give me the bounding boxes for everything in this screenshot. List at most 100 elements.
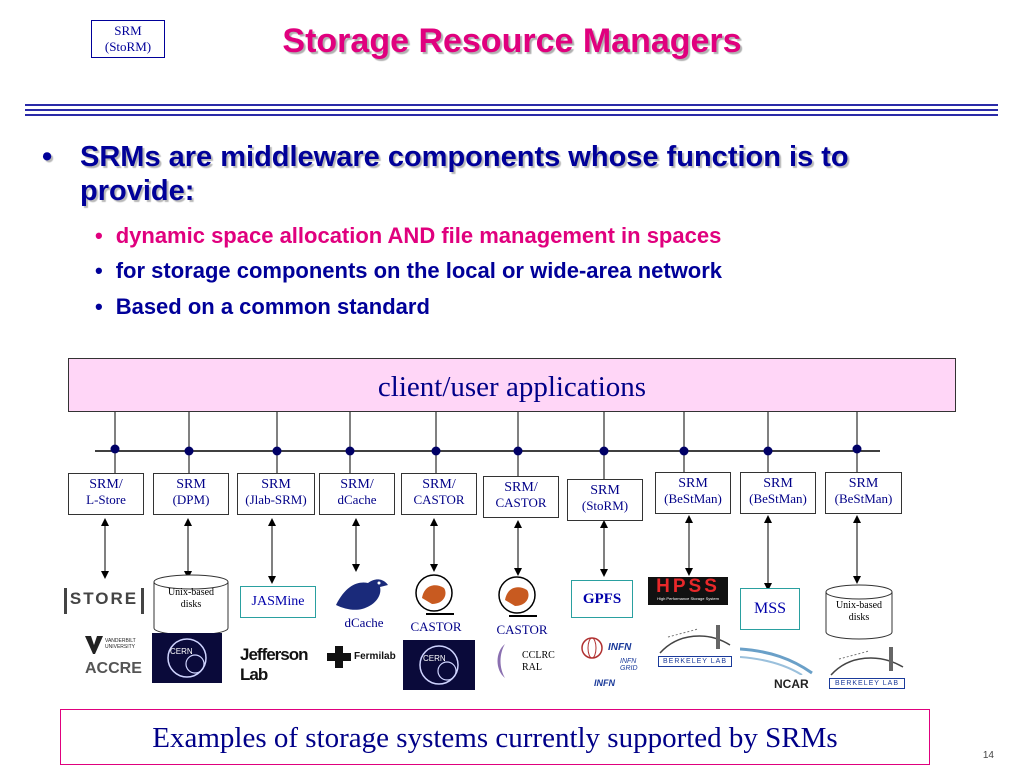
- fermilab-icon: [327, 646, 351, 668]
- cern-text: CERN: [423, 654, 446, 663]
- srm-lstore-box: SRM/ L-Store: [68, 473, 144, 515]
- page-number: 14: [982, 750, 994, 761]
- cclrc-ral-label: CCLRC RAL: [522, 650, 555, 673]
- disk-cylinder-icon: [825, 584, 893, 640]
- hpss-text: HPSS: [656, 576, 720, 597]
- sub-bullet-1: •dynamic space allocation AND file manag…: [95, 223, 721, 249]
- sub-bullet-3: • Based on a common standard: [95, 294, 430, 320]
- bullet-dot: •: [95, 258, 103, 283]
- hpss-subtitle: High Performance Storage System: [657, 596, 719, 601]
- cern-logo-2: CERN: [403, 640, 475, 690]
- bus-node: [763, 446, 773, 456]
- srm-box-line2: L-Store: [86, 492, 126, 507]
- dcache-bird-icon: [336, 579, 388, 610]
- srm-castor-box-1: SRM/ CASTOR: [401, 473, 477, 515]
- infn-text-2: INFN: [594, 678, 615, 688]
- srm-box-line2: CASTOR: [413, 492, 465, 507]
- cern-logo-1: CERN: [152, 633, 222, 683]
- sub-bullet-text: for storage components on the local or w…: [115, 258, 723, 283]
- srm-box-line2: (DPM): [172, 492, 210, 507]
- srm-box-line1: SRM: [590, 483, 620, 498]
- vanderbilt-logo: VANDERBILT UNIVERSITY: [85, 636, 145, 656]
- bullet-dot: •: [95, 294, 103, 319]
- gpfs-box: GPFS: [571, 580, 633, 618]
- srm-box-line1: SRM/: [89, 477, 123, 492]
- vanderbilt-text: VANDERBILT UNIVERSITY: [105, 638, 136, 650]
- srm-box-line1: SRM: [261, 477, 291, 492]
- berkeley-building-icon: [659, 625, 731, 654]
- cern-text: CERN: [170, 647, 193, 656]
- infn-grid-text: INFN GRID: [620, 658, 638, 672]
- srm-bestman-box-1: SRM (BeStMan): [655, 472, 731, 514]
- srm-box-line1: SRM/: [504, 480, 538, 495]
- infn-text-1: INFN: [608, 642, 632, 653]
- castor-label-1: CASTOR: [410, 619, 462, 634]
- srm-storm-badge: SRM (StoRM): [91, 20, 165, 58]
- header-rule-3: [25, 114, 998, 116]
- berkeley-lab-logo-1: BERKELEY LAB: [658, 623, 732, 669]
- sub-bullet-text: Based on a common standard: [115, 294, 430, 319]
- srm-box-line2: dCache: [337, 492, 377, 507]
- bus-node: [184, 446, 194, 456]
- ncar-logo: NCAR: [740, 645, 814, 693]
- srm-box-line1: SRM: [176, 477, 206, 492]
- badge-line-2: (StoRM): [104, 39, 152, 54]
- vanderbilt-v-icon: [85, 636, 103, 654]
- srm-box-line2: CASTOR: [495, 495, 547, 510]
- cclrc-swirl-icon: [497, 644, 505, 678]
- srm-box-line1: SRM: [763, 476, 793, 491]
- badge-line-1: SRM: [114, 23, 142, 38]
- jefferson-lab-logo: Jefferson Lab: [240, 645, 309, 684]
- srm-box-line1: SRM: [848, 476, 879, 491]
- header-rule-1: [25, 104, 998, 106]
- footer-caption: Examples of storage systems currently su…: [60, 709, 930, 765]
- sub-bullet-2: • for storage components on the local or …: [95, 258, 722, 284]
- srm-jlab-box: SRM (Jlab-SRM): [237, 473, 315, 515]
- ncar-swoosh-icon: [740, 647, 813, 675]
- berkeley-lab-logo-2: BERKELEY LAB: [829, 645, 905, 691]
- srm-storm-box: SRM (StoRM): [567, 479, 643, 521]
- fermilab-label: Fermilab: [354, 651, 396, 662]
- hpss-logo: HPSS High Performance Storage System: [648, 577, 728, 605]
- srm-bestman-box-3: SRM (BeStMan): [825, 472, 902, 514]
- infn-logos: INFN INFN GRID INFN: [580, 636, 652, 698]
- lstore-text: STORE: [69, 589, 139, 608]
- srm-bestman-box-2: SRM (BeStMan): [740, 472, 816, 514]
- unix-disks-label-1: Unix-based disks: [167, 587, 215, 610]
- slide-title: Storage Resource Managers: [282, 22, 742, 60]
- bus-node: [110, 444, 120, 454]
- srm-box-line2: (Jlab-SRM): [245, 492, 307, 507]
- castor-beaver-icon-1: [415, 574, 454, 615]
- unix-disks-label-2: Unix-based disks: [835, 600, 883, 623]
- srm-box-line1: SRM/: [340, 477, 374, 492]
- srm-box-line1: SRM: [678, 476, 708, 491]
- srm-dcache-box: SRM/ dCache: [319, 473, 395, 515]
- bus-node: [272, 446, 282, 456]
- infn-globe-icon: [581, 637, 603, 659]
- berkeley-text: BERKELEY LAB: [658, 656, 732, 667]
- srm-box-line2: (BeStMan): [664, 491, 722, 506]
- castor-beaver-icon-2: [498, 576, 537, 617]
- berkeley-building-icon: [830, 647, 904, 676]
- jasmine-box: JASMine: [240, 586, 316, 618]
- main-bullet-text: SRMs are middleware components whose fun…: [80, 141, 849, 207]
- castor-label-2: CASTOR: [496, 622, 548, 637]
- cern-rings-icon: [167, 638, 207, 678]
- srm-box-line2: (BeStMan): [834, 491, 893, 506]
- bus-node: [852, 444, 862, 454]
- srm-castor-box-2: SRM/ CASTOR: [483, 476, 559, 518]
- srm-box-line2: (StoRM): [581, 498, 629, 513]
- accre-logo: ACCRE: [85, 660, 142, 677]
- bus-node: [513, 446, 523, 456]
- bus-node: [679, 446, 689, 456]
- header-rule-2: [25, 109, 998, 111]
- dcache-label: dCache: [344, 615, 384, 630]
- disk-cylinder-icon: [153, 574, 229, 636]
- srm-box-line2: (BeStMan): [749, 491, 807, 506]
- mss-box: MSS: [740, 588, 800, 630]
- lstore-logo: STORE: [64, 588, 144, 614]
- bullet-dot: •: [95, 223, 103, 248]
- berkeley-text: BERKELEY LAB: [829, 678, 905, 689]
- srm-box-line1: SRM/: [422, 477, 456, 492]
